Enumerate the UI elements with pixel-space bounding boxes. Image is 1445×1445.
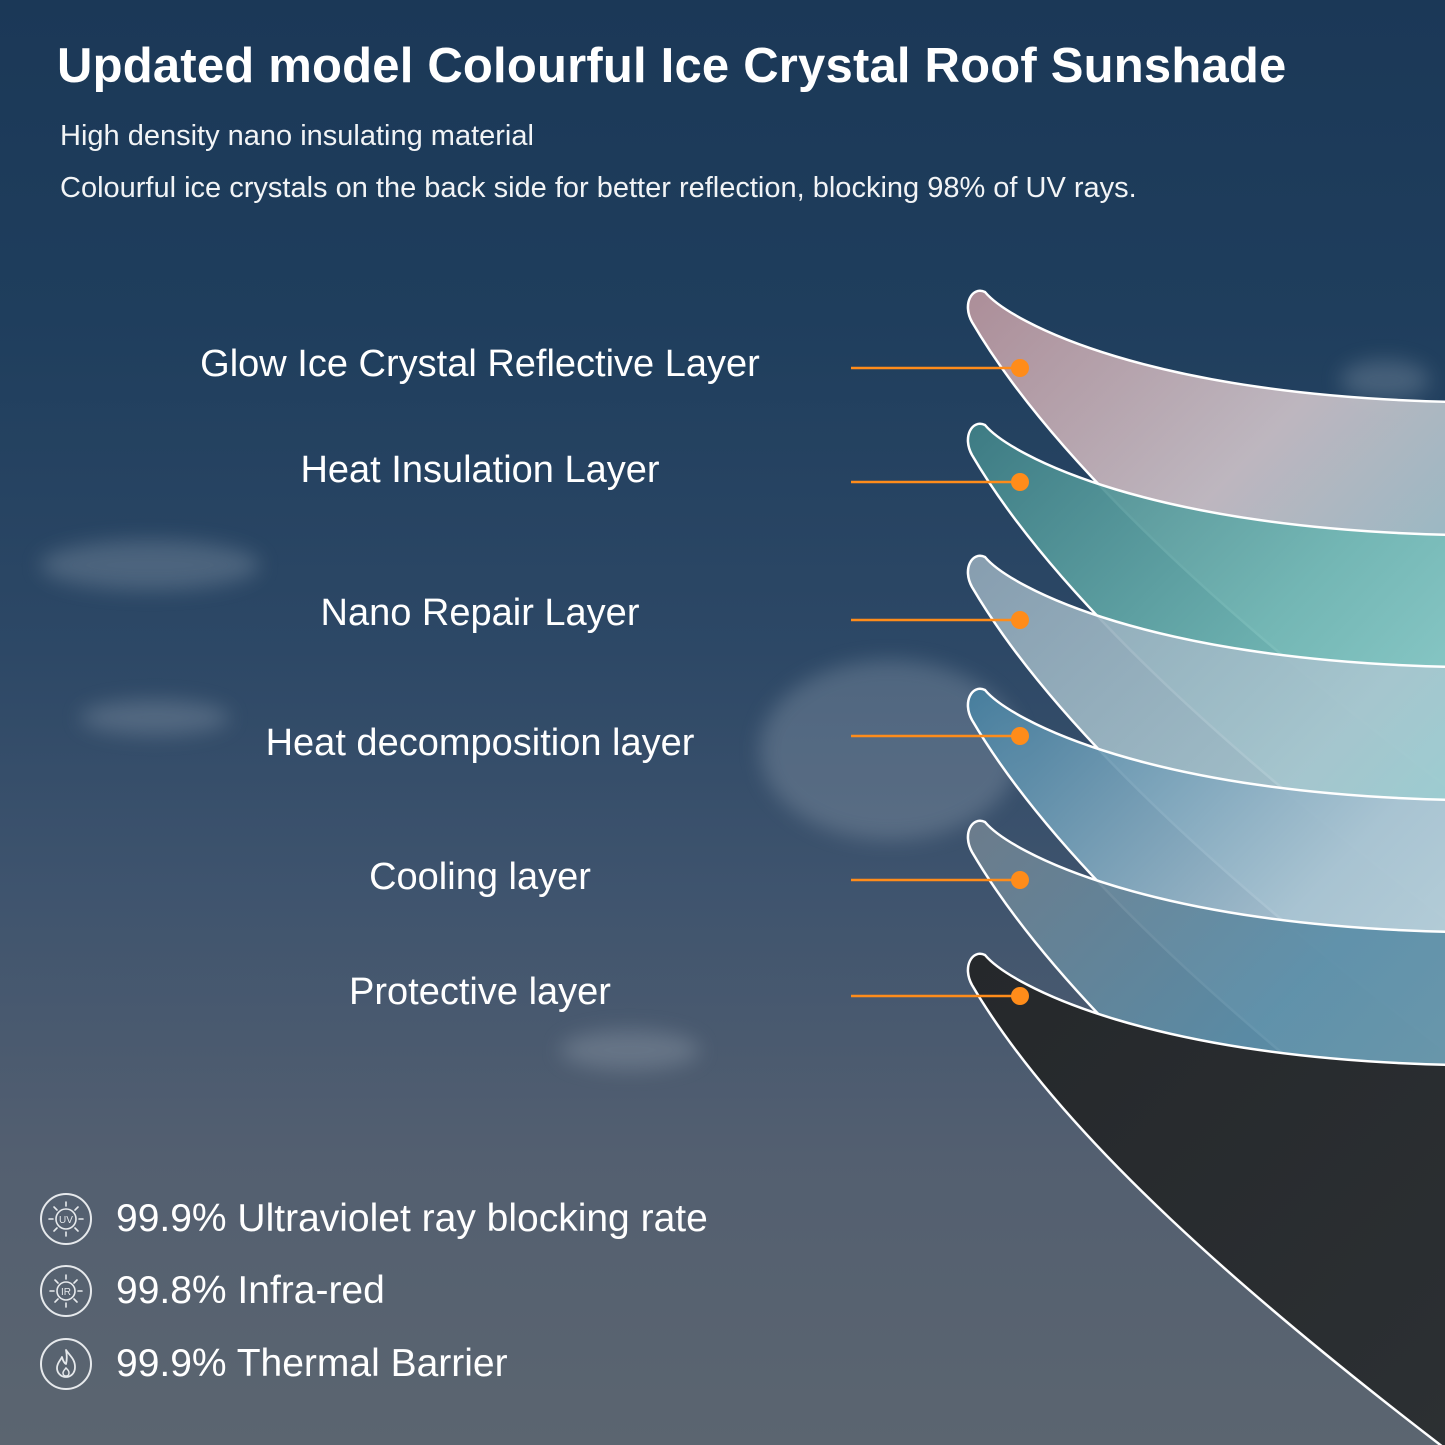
cloud-decoration: [1340, 360, 1430, 400]
layer-shape-protective: [966, 952, 1445, 1445]
stat-uv: UV 99.9% Ultraviolet ray blocking rate: [40, 1191, 708, 1247]
page-title: Updated model Colourful Ice Crystal Roof…: [57, 39, 1287, 93]
layer-label-protective: Protective layer: [349, 971, 611, 1013]
connector-dot-reflective: [1011, 359, 1029, 377]
subtitle-material: High density nano insulating material: [60, 120, 534, 152]
connector-dot-protective: [1011, 987, 1029, 1005]
connector-dot-cooling: [1011, 871, 1029, 889]
connector-dot-heat-decomposition: [1011, 727, 1029, 745]
layer-label-heat-decomposition: Heat decomposition layer: [265, 722, 695, 764]
cloud-decoration: [40, 540, 260, 590]
layer-label-cooling: Cooling layer: [369, 856, 591, 898]
layer-label-heat-insulation: Heat Insulation Layer: [300, 449, 660, 491]
svg-text:IR: IR: [61, 1287, 71, 1298]
ir-sun-icon: IR: [40, 1265, 92, 1317]
connector-dot-heat-insulation: [1011, 473, 1029, 491]
uv-sun-icon: UV: [40, 1193, 92, 1245]
layer-label-nano-repair: Nano Repair Layer: [320, 592, 640, 634]
cloud-decoration: [80, 700, 230, 735]
connector-dot-nano-repair: [1011, 611, 1029, 629]
stat-ir: IR 99.8% Infra-red: [40, 1263, 385, 1319]
svg-text:UV: UV: [59, 1215, 73, 1226]
stat-ir-text: 99.8% Infra-red: [116, 1269, 385, 1312]
stat-thermal: 99.9% Thermal Barrier: [40, 1336, 508, 1392]
subtitle-reflection: Colourful ice crystals on the back side …: [60, 172, 1137, 204]
layer-label-reflective: Glow Ice Crystal Reflective Layer: [200, 343, 760, 385]
cloud-decoration: [560, 1030, 700, 1070]
stat-thermal-text: 99.9% Thermal Barrier: [116, 1342, 508, 1385]
flame-icon: [40, 1338, 92, 1390]
stat-uv-text: 99.9% Ultraviolet ray blocking rate: [116, 1197, 708, 1240]
